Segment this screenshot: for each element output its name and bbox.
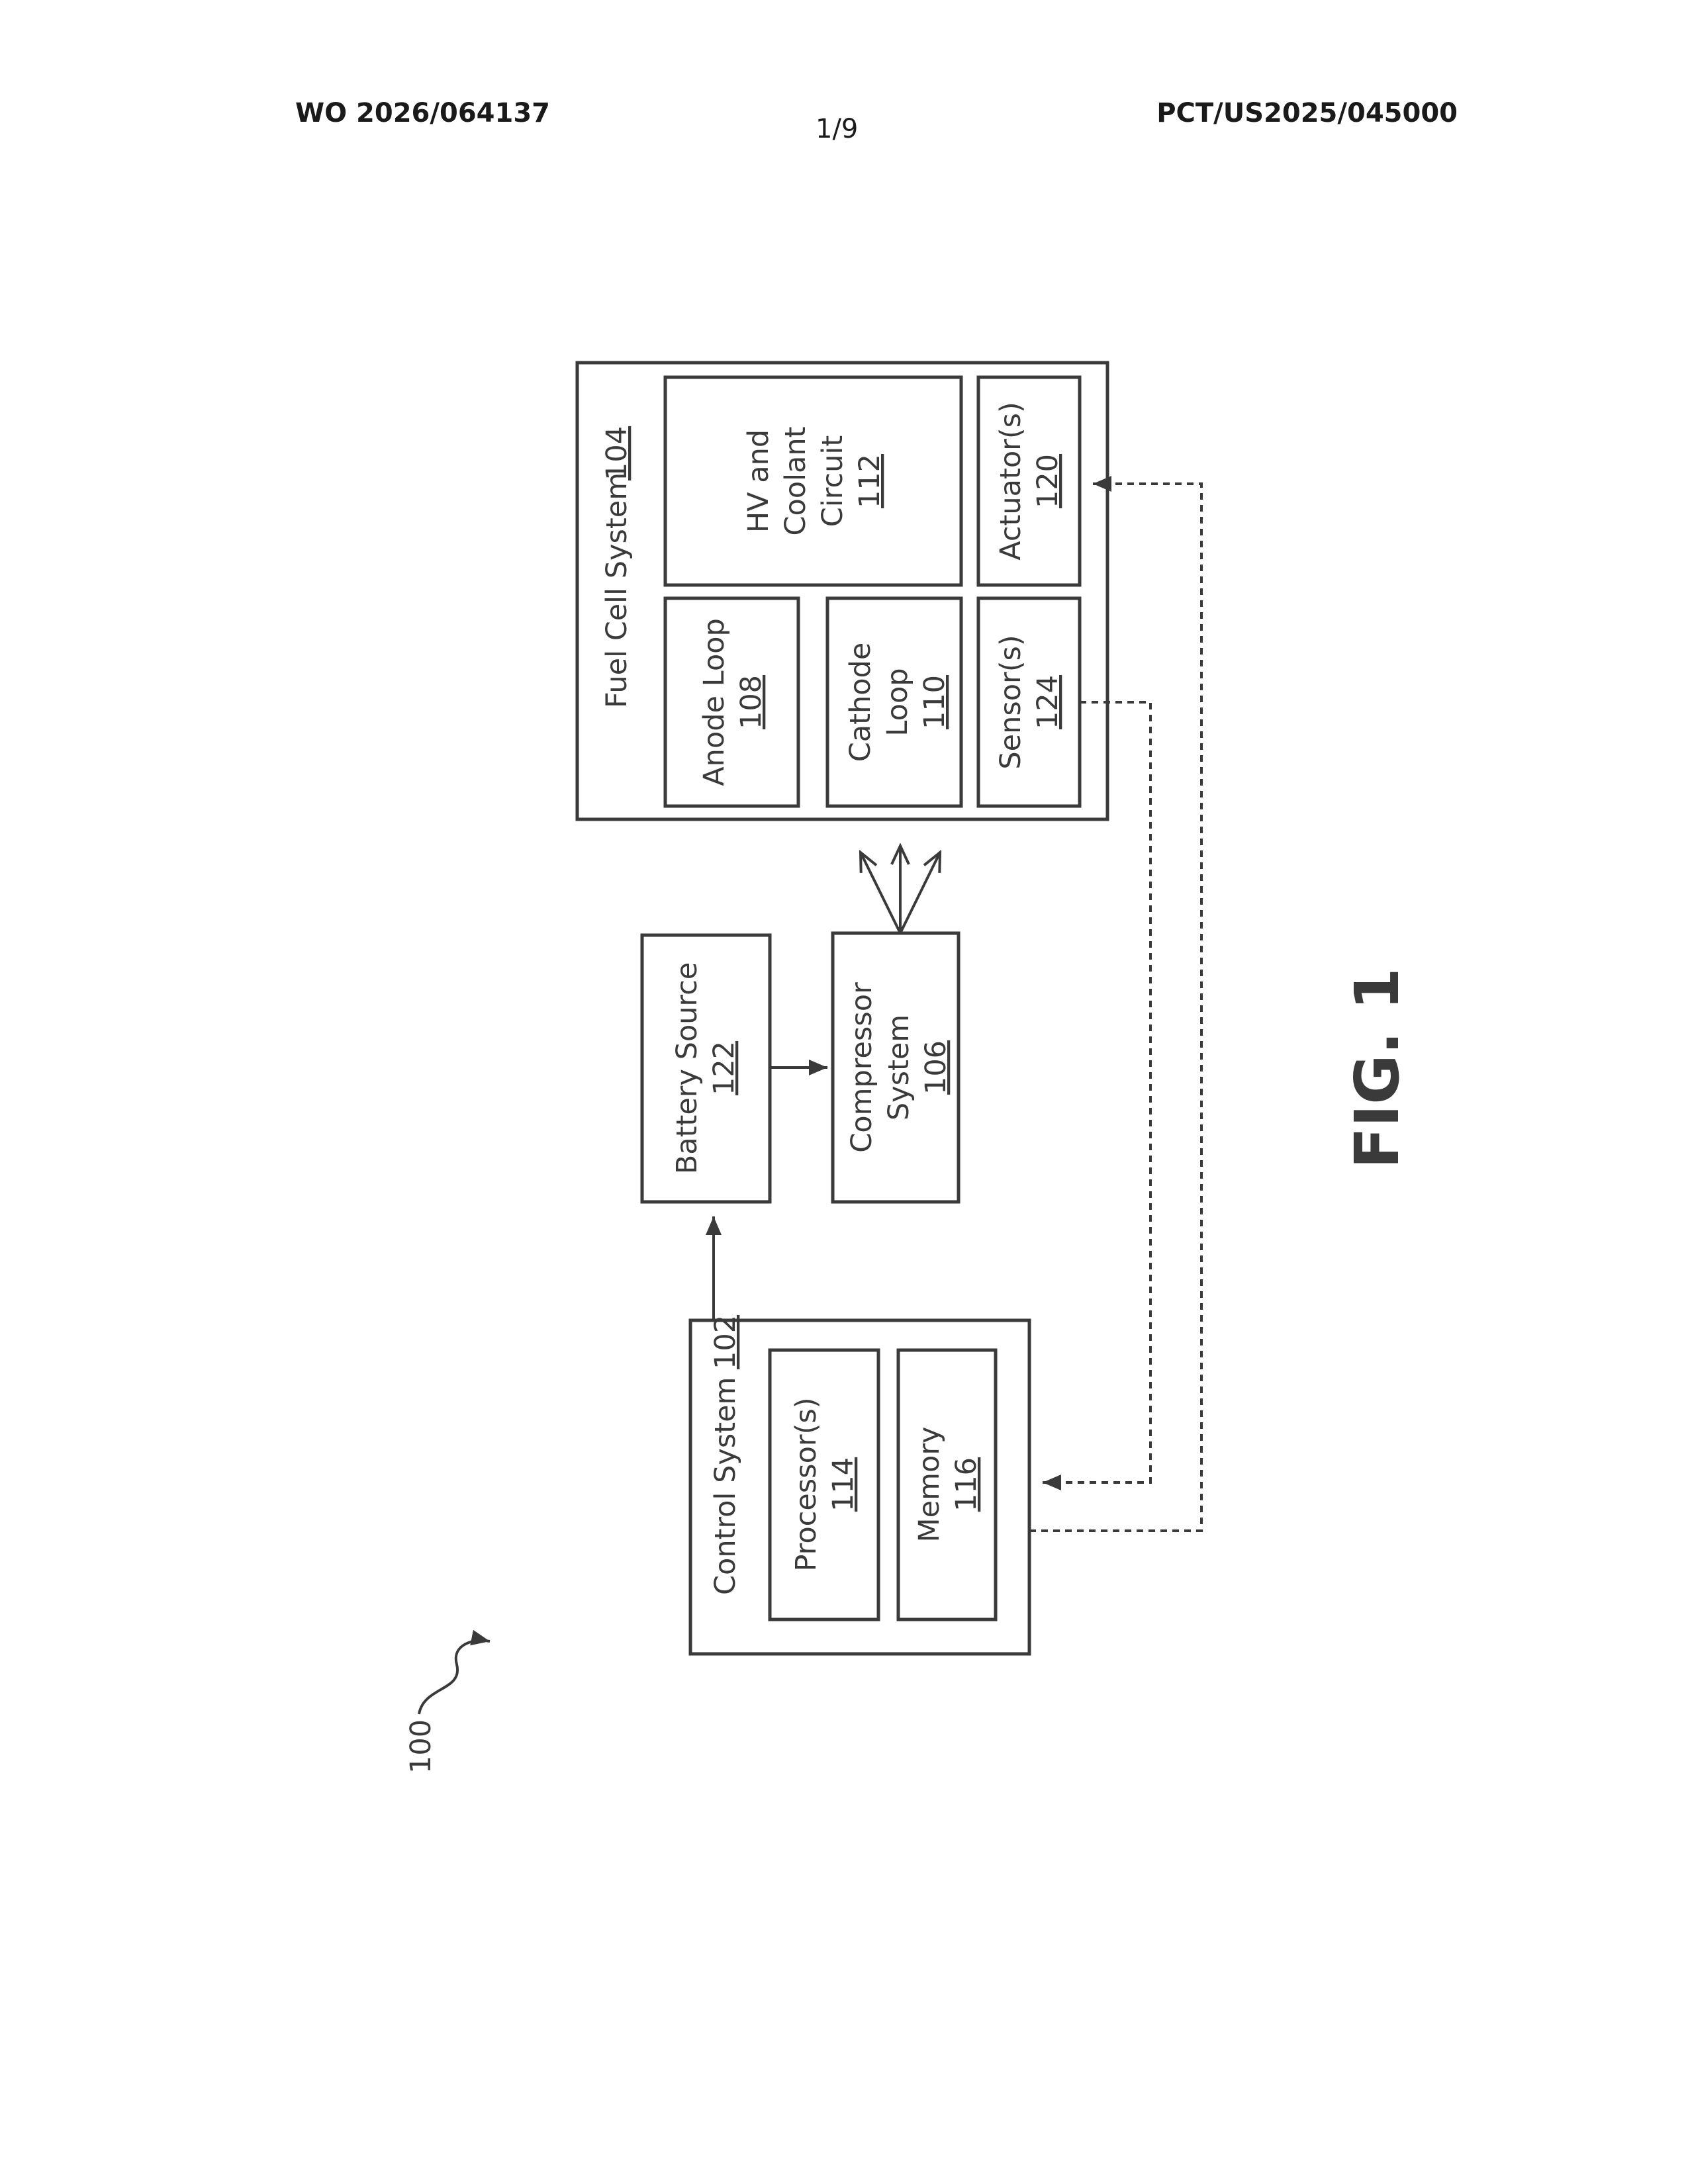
anode-loop-block: Anode Loop 108 bbox=[665, 598, 798, 806]
cathode-loop-line2: Loop bbox=[881, 668, 914, 736]
battery-source-number: 122 bbox=[708, 1041, 741, 1095]
anode-loop-number: 108 bbox=[735, 675, 768, 729]
memory-number: 116 bbox=[950, 1457, 983, 1512]
compressor-output-arrows bbox=[861, 846, 940, 933]
actuators-block: Actuator(s) 120 bbox=[978, 377, 1080, 585]
anode-loop-label: Anode Loop bbox=[698, 618, 731, 786]
processor-label: Processor(s) bbox=[790, 1397, 823, 1571]
cathode-loop-number: 110 bbox=[918, 675, 951, 729]
hv-coolant-line2: Coolant bbox=[779, 426, 812, 535]
cathode-loop-line1: Cathode bbox=[844, 643, 877, 762]
sensors-number: 124 bbox=[1031, 675, 1064, 729]
compressor-line1: Compressor bbox=[845, 982, 878, 1153]
hv-coolant-line3: Circuit bbox=[816, 435, 849, 527]
compressor-line2: System bbox=[882, 1015, 915, 1120]
reference-100-label: 100 bbox=[404, 1719, 438, 1774]
control-system-label: Control System bbox=[709, 1377, 742, 1595]
processor-number: 114 bbox=[827, 1457, 860, 1512]
figure-label: FIG. 1 bbox=[1342, 968, 1413, 1169]
battery-source-label: Battery Source bbox=[671, 962, 704, 1175]
processor-block: Processor(s) 114 bbox=[770, 1350, 878, 1619]
reference-100-leader bbox=[419, 1641, 490, 1714]
compressor-system-block: Compressor System 106 bbox=[833, 933, 959, 1202]
hv-coolant-line1: HV and bbox=[742, 430, 775, 533]
reference-100: 100 bbox=[404, 1641, 490, 1774]
memory-block: Memory 116 bbox=[898, 1350, 996, 1619]
sensors-label: Sensor(s) bbox=[994, 635, 1027, 769]
memory-label: Memory bbox=[913, 1427, 946, 1543]
control-system-number: 102 bbox=[709, 1315, 742, 1369]
hv-coolant-number: 112 bbox=[853, 454, 886, 508]
cathode-loop-block: Cathode Loop 110 bbox=[827, 598, 961, 806]
compressor-number: 106 bbox=[919, 1040, 953, 1095]
sensors-block: Sensor(s) 124 bbox=[978, 598, 1080, 806]
actuators-label: Actuator(s) bbox=[994, 402, 1027, 561]
hv-coolant-circuit-block: HV and Coolant Circuit 112 bbox=[665, 377, 961, 585]
battery-source-block: Battery Source 122 bbox=[642, 935, 770, 1202]
actuators-number: 120 bbox=[1031, 454, 1064, 508]
fuel-cell-system-number: 104 bbox=[600, 426, 633, 480]
fuel-cell-system-label: Fuel Cell System bbox=[600, 473, 633, 708]
